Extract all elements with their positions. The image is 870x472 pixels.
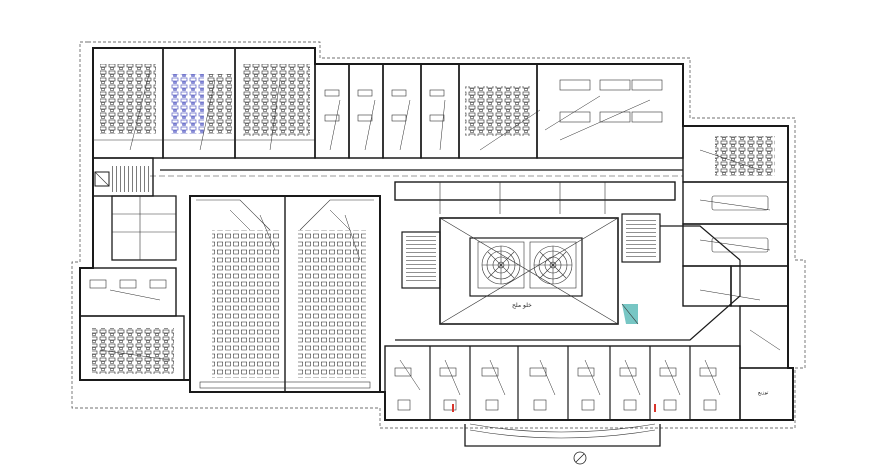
north-classrooms: [92, 47, 316, 159]
red-door-marker: [452, 404, 454, 412]
east-wing: ﺗﻮﺯﻳﻊ: [682, 125, 794, 421]
site-boundary: [71, 41, 806, 429]
west-lower-rooms: [79, 267, 185, 381]
concourse: [395, 225, 741, 341]
south-offices: [384, 345, 741, 421]
west-stair: [92, 157, 154, 197]
east-lower-label: ﺗﻮﺯﻳﻊ: [758, 390, 769, 396]
north-arrow-icon: [573, 451, 587, 465]
auditorium: [189, 195, 381, 393]
red-door-marker: [654, 404, 656, 412]
ceiling-fan-icon: [477, 241, 525, 289]
main-corridor: [150, 169, 683, 177]
ceiling-fan-icon: [529, 241, 577, 289]
atrium-label: ﺧﻠﻮ ﻣﻠﺢ: [512, 302, 532, 309]
south-entrance: [464, 423, 661, 447]
west-service: [111, 195, 177, 261]
electrical-runs: [99, 69, 781, 396]
atrium-stairs: [401, 213, 661, 289]
north-offices: [314, 63, 684, 159]
